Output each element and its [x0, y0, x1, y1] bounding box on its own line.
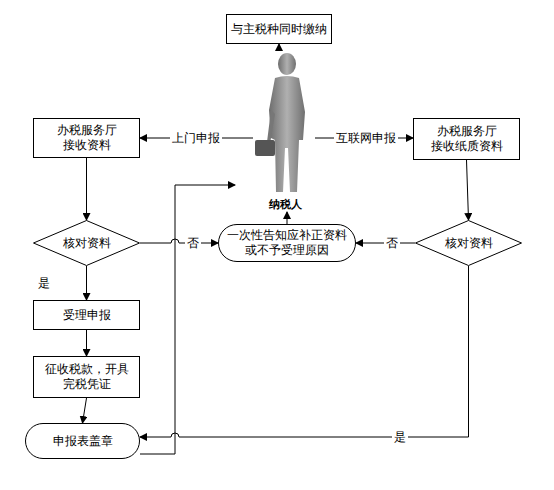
decision-diamond: 核对资料 — [415, 220, 522, 266]
node-text: 办税服务厅 接收资料 — [34, 123, 139, 153]
flow-arrow — [140, 266, 469, 437]
arm — [267, 110, 275, 144]
node-text: 核对资料 — [59, 236, 115, 251]
edge-label: 互联网申报 — [334, 131, 398, 145]
node-text: 一次性告知应补正资料 或不予受理原因 — [219, 228, 355, 258]
flow-arrow — [287, 212, 288, 224]
flow-arrow — [467, 160, 469, 220]
process-box: 征收税款，开具 完税凭证 — [33, 356, 140, 398]
node-text: 征收税款，开具 完税凭证 — [34, 362, 139, 392]
briefcase — [255, 140, 275, 156]
diamond-shape — [34, 221, 140, 266]
edge-label: 是 — [36, 276, 52, 290]
person-silhouette — [245, 50, 325, 195]
flow-arrow — [279, 44, 280, 50]
head — [278, 53, 296, 75]
terminal-box: 一次性告知应补正资料 或不予受理原因 — [218, 224, 356, 262]
flow-arrow — [140, 239, 218, 243]
terminal-box: 申报表盖章 — [25, 423, 140, 459]
flow-arrow — [140, 185, 235, 454]
node-text: 办税服务厅 接收纸质资料 — [414, 124, 519, 154]
node-text: 核对资料 — [441, 236, 497, 251]
process-box: 受理申报 — [33, 300, 140, 330]
process-box: 办税服务厅 接收资料 — [33, 118, 140, 158]
flow-arrow — [86, 158, 87, 220]
flow-arrow — [86, 330, 87, 356]
edge-label: 否 — [384, 236, 400, 250]
decision-diamond: 核对资料 — [33, 220, 140, 266]
process-box: 办税服务厅 接收纸质资料 — [413, 118, 520, 160]
diamond-shape — [416, 221, 522, 266]
taxpayer-figure: 纳税人 — [245, 50, 325, 212]
edge-label: 否 — [185, 236, 201, 250]
body — [269, 76, 305, 192]
flow-arrow — [86, 266, 87, 300]
node-text: 受理申报 — [59, 308, 115, 323]
result-box: 与主税种同时缴纳 — [226, 14, 332, 44]
edge-label: 是 — [392, 430, 408, 444]
flow-arrow — [83, 398, 87, 423]
node-text: 纳税人 — [265, 197, 306, 212]
node-text: 申报表盖章 — [49, 434, 117, 449]
edge-label: 上门申报 — [170, 131, 222, 145]
node-text: 与主税种同时缴纳 — [227, 22, 331, 37]
